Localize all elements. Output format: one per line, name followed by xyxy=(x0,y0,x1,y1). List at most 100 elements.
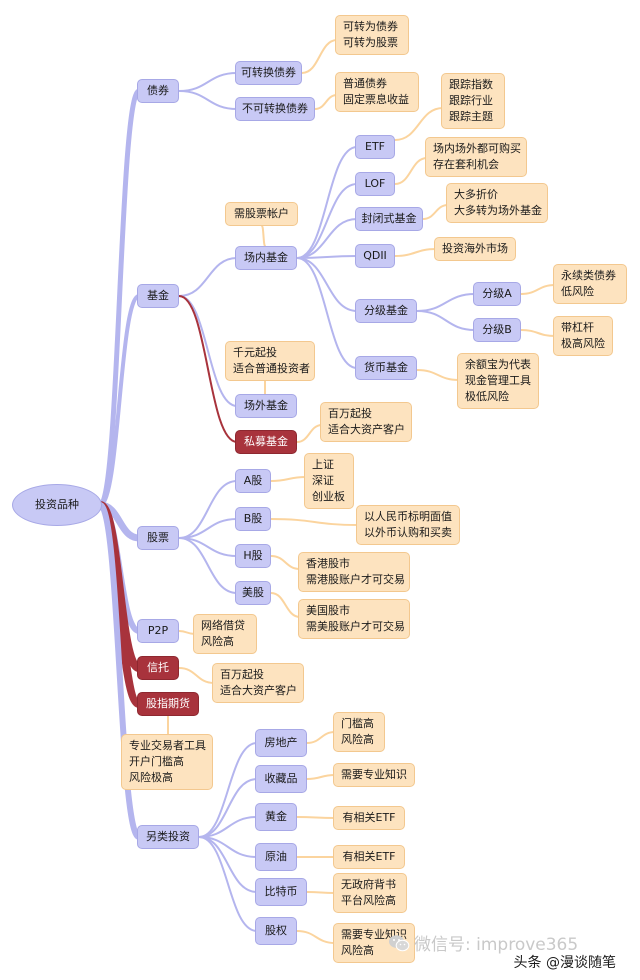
us-share-node[interactable]: 美股 xyxy=(235,581,271,605)
connector-line xyxy=(97,502,142,840)
oil-note: 有相关ETF xyxy=(333,845,405,869)
note-line: 永续类债券 xyxy=(561,269,616,283)
note-line: 极低风险 xyxy=(465,389,509,403)
connector-line xyxy=(422,204,449,220)
graded-b-note: 带杠杆极高风险 xyxy=(553,316,613,356)
note-line: 固定票息收益 xyxy=(343,93,409,106)
fund-listed-node[interactable]: 场内基金 xyxy=(235,246,297,270)
note-line: 场内场外都可购买 xyxy=(433,142,521,156)
note-line: 有相关ETF xyxy=(342,850,396,864)
connector-line xyxy=(296,146,358,259)
alternative-node[interactable]: 另类投资 xyxy=(137,825,199,849)
trust-node[interactable]: 信托 xyxy=(137,656,179,680)
connector-line xyxy=(270,518,359,526)
connector-line xyxy=(296,257,358,369)
graded-b-node[interactable]: 分级B xyxy=(473,318,521,342)
note-line: 存在套利机会 xyxy=(433,158,499,171)
connector-line xyxy=(306,731,336,744)
note-line: 可转为股票 xyxy=(343,36,398,49)
wechat-watermark: 微信号: improve365 xyxy=(388,930,578,955)
connector-line xyxy=(416,293,476,312)
note-line: 极高风险 xyxy=(561,337,605,350)
otc-fund-node[interactable]: 场外基金 xyxy=(235,394,297,418)
note-line: 普通债券 xyxy=(343,77,387,91)
private-fund-node[interactable]: 私募基金 xyxy=(235,430,297,454)
connector-line xyxy=(296,183,358,259)
footer-credit: 头条 @漫谈随笔 xyxy=(513,955,616,971)
collectibles-note: 需要专业知识 xyxy=(333,763,415,787)
money-fund-node[interactable]: 货币基金 xyxy=(355,356,417,380)
connector-line xyxy=(178,257,238,297)
closed-fund-node[interactable]: 封闭式基金 xyxy=(355,207,423,231)
graded-fund-node[interactable]: 分级基金 xyxy=(355,299,417,323)
b-share-node[interactable]: B股 xyxy=(235,507,271,531)
connector-line xyxy=(178,480,238,539)
bond-convertible-node[interactable]: 可转换债券 xyxy=(235,61,302,85)
otc-fund-note: 千元起投适合普通投资者 xyxy=(225,341,315,381)
p2p-node[interactable]: P2P xyxy=(137,619,179,643)
lof-note: 场内场外都可购买存在套利机会 xyxy=(425,137,527,177)
graded-a-note: 永续类债券低风险 xyxy=(553,264,627,304)
connector-line xyxy=(296,816,336,819)
connector-line xyxy=(178,295,238,443)
bitcoin-note: 无政府背书平台风险高 xyxy=(333,873,407,913)
connector-line xyxy=(261,225,266,247)
collectibles-node[interactable]: 收藏品 xyxy=(255,765,307,793)
note-line: 网络借贷 xyxy=(201,619,245,633)
note-line: 带杠杆 xyxy=(561,321,594,335)
private-fund-note: 百万起投适合大资产客户 xyxy=(320,402,412,442)
futures-note: 专业交易者工具开户门槛高风险极高 xyxy=(121,734,213,790)
note-line: 上证 xyxy=(312,458,334,472)
oil-node[interactable]: 原油 xyxy=(255,843,297,871)
connector-line xyxy=(198,742,258,838)
fund-node[interactable]: 基金 xyxy=(137,284,179,308)
money-fund-note: 余额宝为代表现金管理工具极低风险 xyxy=(457,353,539,409)
note-line: 低风险 xyxy=(561,285,594,298)
etf-node[interactable]: ETF xyxy=(355,135,395,159)
note-line: 余额宝为代表 xyxy=(465,358,531,372)
gold-node[interactable]: 黄金 xyxy=(255,803,297,831)
connector-line xyxy=(270,592,301,618)
equity-node[interactable]: 股权 xyxy=(255,917,297,945)
note-line: 深证 xyxy=(312,474,334,488)
note-line: 风险极高 xyxy=(129,770,173,784)
connector-line xyxy=(394,248,437,257)
connector-line xyxy=(416,310,476,331)
note-line: 适合大资产客户 xyxy=(328,423,405,436)
connector-line xyxy=(306,891,336,894)
a-share-node[interactable]: A股 xyxy=(235,469,271,493)
root-node[interactable]: 投资品种 xyxy=(12,484,102,526)
note-line: 需美股账户才可交易 xyxy=(306,620,405,633)
realestate-node[interactable]: 房地产 xyxy=(255,729,307,757)
note-line: 可转为债券 xyxy=(343,20,398,34)
note-line: 跟踪行业 xyxy=(449,94,493,108)
h-share-node[interactable]: H股 xyxy=(235,544,271,568)
note-line: 美国股市 xyxy=(306,604,350,618)
a-share-note: 上证深证创业板 xyxy=(304,453,354,509)
bond-nonconvertible-node[interactable]: 不可转换债券 xyxy=(235,97,315,121)
qdii-node[interactable]: QDII xyxy=(355,244,395,268)
stock-node[interactable]: 股票 xyxy=(137,526,179,550)
graded-a-node[interactable]: 分级A xyxy=(473,282,521,306)
p2p-note: 网络借贷风险高 xyxy=(193,614,257,654)
note-line: 无政府背书 xyxy=(341,878,396,892)
realestate-note: 门槛高风险高 xyxy=(333,712,385,752)
note-line: 需港股账户才可交易 xyxy=(306,573,405,586)
note-line: 风险高 xyxy=(201,635,234,648)
connector-line xyxy=(301,39,338,74)
futures-node[interactable]: 股指期货 xyxy=(137,692,199,716)
note-line: 适合普通投资者 xyxy=(233,362,310,375)
bond-node[interactable]: 债券 xyxy=(137,79,179,103)
gold-note: 有相关ETF xyxy=(333,806,405,830)
lof-node[interactable]: LOF xyxy=(355,172,395,196)
connector-line xyxy=(178,90,238,110)
note-line: 现金管理工具 xyxy=(465,374,531,388)
note-line: 开户门槛高 xyxy=(129,755,184,769)
bitcoin-node[interactable]: 比特币 xyxy=(255,878,307,906)
connector-line xyxy=(296,424,323,443)
note-line: 百万起投 xyxy=(328,407,372,421)
connector-line xyxy=(178,537,238,594)
note-line: 千元起投 xyxy=(233,346,277,360)
note-line: 需要专业知识 xyxy=(341,768,407,782)
